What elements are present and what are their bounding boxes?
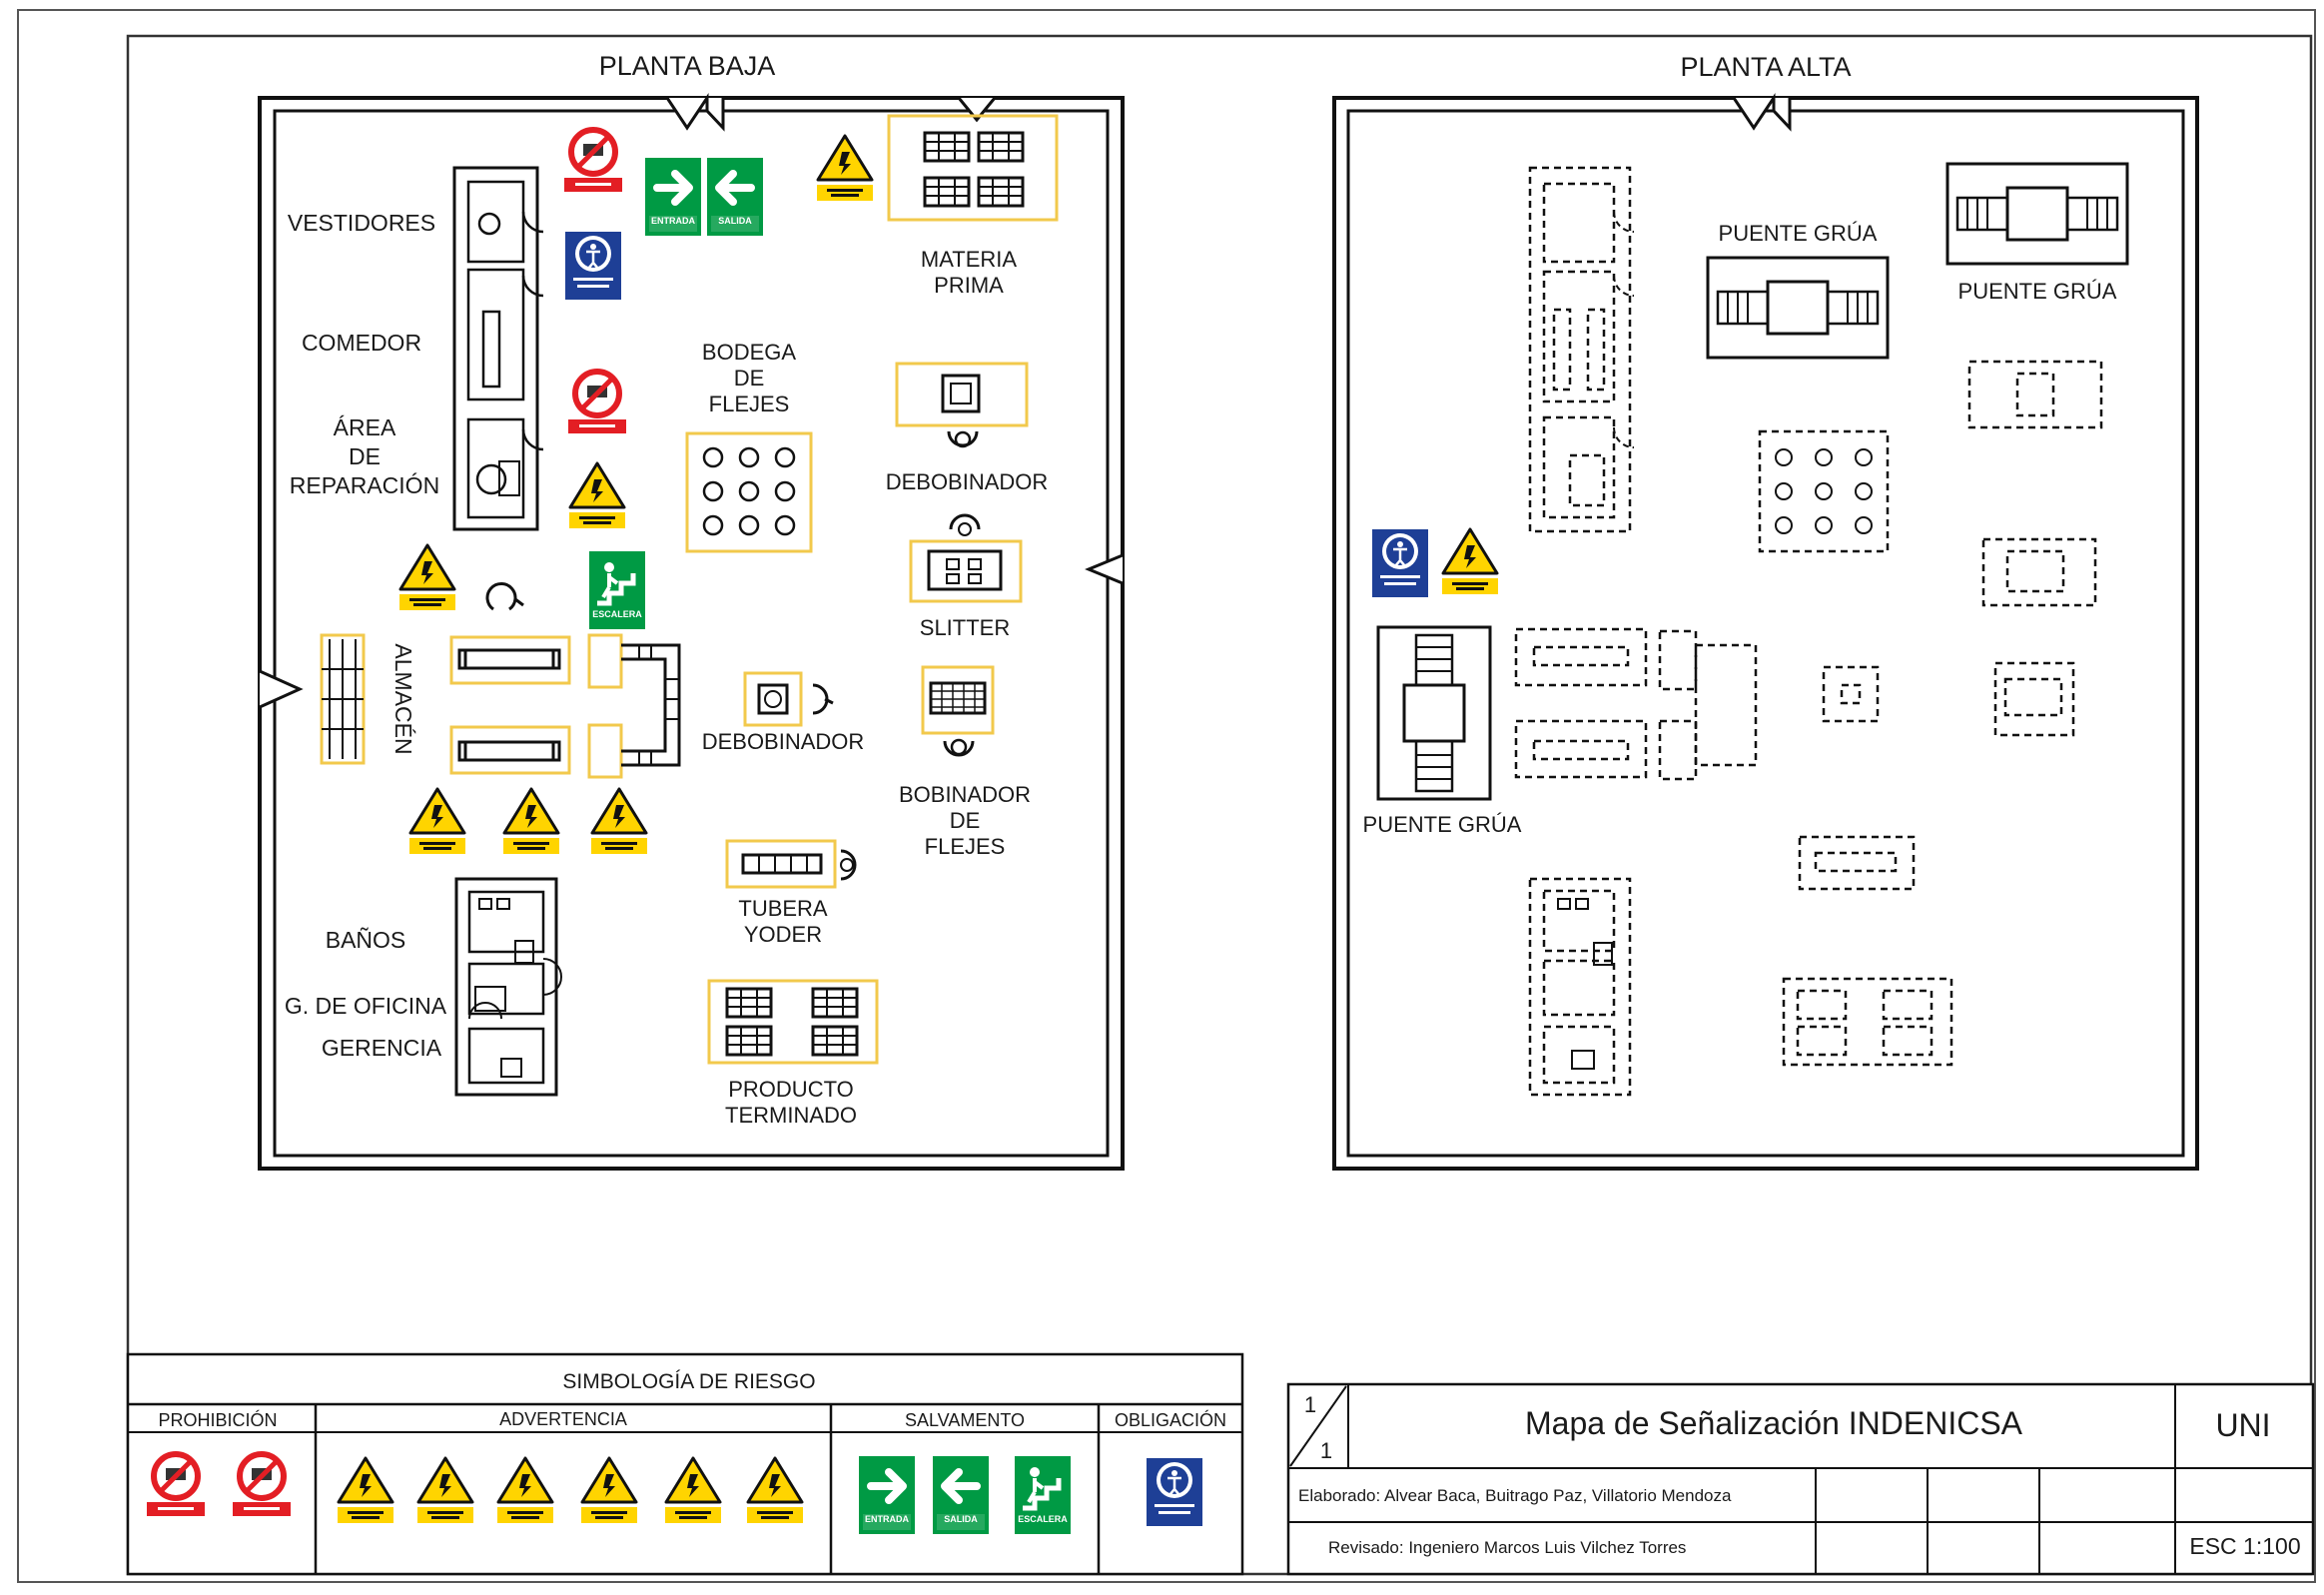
legend-prohibicion: PROHIBICIÓN: [158, 1409, 277, 1430]
sheet-border: [17, 9, 2316, 1583]
legend-obligacion: OBLIGACIÓN: [1115, 1409, 1226, 1430]
danger-sign-icon: [567, 461, 627, 530]
scale: ESC 1:100: [2189, 1533, 2300, 1559]
room-oficina: G. DE OFICINA: [285, 993, 447, 1019]
legend-escalera-label: ESCALERA: [1018, 1514, 1068, 1524]
debobinador-1-machine: [895, 362, 1029, 448]
ground-floor-signs: ENTRADA SALIDA ESCALERA: [397, 130, 875, 856]
legend-title: SIMBOLOGÍA DE RIESGO: [562, 1370, 815, 1393]
legend-advertencia: ADVERTENCIA: [499, 1409, 627, 1429]
sign-entrada-label: ENTRADA: [651, 216, 695, 226]
zone-producto-1: PRODUCTO: [728, 1077, 854, 1102]
upper-dashed-details: [1557, 211, 1873, 1070]
crane-3: [1376, 625, 1492, 801]
upper-dashed-footprints: [1514, 166, 2103, 1097]
slippery-floor-sign-icon: [815, 134, 875, 203]
title-block: 1 1 Mapa de Señalización INDENICSA UNI E…: [1286, 1382, 2315, 1576]
room-reparacion-1: ÁREA: [334, 414, 396, 440]
zone-tubera-1: TUBERA: [738, 896, 828, 921]
almacen-area: [320, 633, 366, 765]
ground-floor-plan: PLANTA BAJA VESTIDORES COMEDOR ÁREA DE R…: [258, 51, 1125, 1171]
room-reparacion-2: DE: [349, 443, 381, 469]
upper-electric-sign-icon: [1440, 527, 1500, 596]
producto-terminado-area: [707, 979, 879, 1065]
zone-debobinador-2: DEBOBINADOR: [702, 729, 865, 754]
sheet-total: 1: [1320, 1438, 1332, 1463]
sign-salida-label: SALIDA: [718, 216, 752, 226]
crane-label-3: PUENTE GRÚA: [1363, 812, 1522, 837]
ppe-mandatory-sign-icon: [563, 230, 623, 302]
bodega-flejes-area: [685, 431, 813, 553]
zone-slitter: SLITTER: [920, 615, 1010, 640]
tubera-yoder-machine: [725, 839, 857, 889]
zone-producto-2: TERMINADO: [725, 1103, 857, 1128]
noise-warning-sign-icon: [397, 543, 457, 612]
explosion-risk-sign-icon: [407, 787, 467, 856]
crane-2-icon: [1945, 162, 2129, 266]
storage-conveyors: [449, 582, 681, 779]
zone-debobinador-1: DEBOBINADOR: [886, 469, 1049, 494]
drawing-title: Mapa de Señalización INDENICSA: [1525, 1405, 2023, 1441]
zone-bodega-3: FLEJES: [709, 392, 790, 416]
no-smoking-sign-icon: [564, 130, 622, 192]
office-block: [454, 877, 562, 1097]
zone-bobinador-3: FLEJES: [925, 834, 1006, 859]
zone-materia-prima-1: MATERIA: [921, 247, 1017, 272]
electric-risk-sign-icon: [589, 787, 649, 856]
legend-no-smoking-icon: [147, 1454, 205, 1516]
bobinador-machine: [921, 665, 995, 757]
risk-legend: SIMBOLOGÍA DE RIESGO PROHIBICIÓN ADVERTE…: [126, 1352, 1244, 1576]
elaborado-por: Elaborado: Alvear Baca, Buitrago Paz, Vi…: [1298, 1486, 1732, 1505]
ground-floor-title: PLANTA BAJA: [599, 51, 776, 81]
upper-floor-plan: PLANTA ALTA: [1332, 52, 2199, 1171]
zone-materia-prima-2: PRIMA: [934, 273, 1004, 298]
room-almacen: ALMACÉN: [390, 643, 416, 754]
revisado-por: Revisado: Ingeniero Marcos Luis Vilchez …: [1328, 1538, 1686, 1557]
zone-bobinador-2: DE: [950, 808, 981, 833]
legend-entrada-label: ENTRADA: [865, 1514, 909, 1524]
crane-1-icon: [1706, 256, 1890, 360]
legend-salida-label: SALIDA: [944, 1514, 978, 1524]
fire-risk-sign-icon: [501, 787, 561, 856]
zone-bobinador-1: BOBINADOR: [899, 782, 1031, 807]
no-forklift-sign-icon: [568, 372, 626, 433]
upper-floor-title: PLANTA ALTA: [1680, 52, 1851, 82]
crane-label-2: PUENTE GRÚA: [1958, 279, 2117, 304]
organization: UNI: [2215, 1407, 2270, 1443]
room-reparacion-3: REPARACIÓN: [290, 472, 439, 498]
legend-salvamento: SALVAMENTO: [905, 1410, 1025, 1430]
sign-escalera-label: ESCALERA: [592, 609, 642, 619]
room-comedor: COMEDOR: [302, 330, 421, 356]
staff-rooms-block: [452, 166, 544, 531]
sheet-number: 1: [1304, 1392, 1316, 1417]
slitter-machine: [909, 513, 1023, 603]
zone-bodega-1: BODEGA: [702, 340, 796, 365]
upper-ppe-sign-icon: [1370, 527, 1430, 599]
room-gerencia: GERENCIA: [322, 1035, 442, 1061]
legend-ppe-icon: [1145, 1456, 1204, 1528]
legend-no-forklift-icon: [233, 1454, 291, 1516]
room-banos: BAÑOS: [326, 927, 406, 953]
zone-bodega-2: DE: [734, 366, 765, 391]
debobinador-2-machine: [743, 671, 834, 727]
zone-tubera-2: YODER: [744, 922, 822, 947]
crane-label-1: PUENTE GRÚA: [1719, 221, 1878, 246]
room-vestidores: VESTIDORES: [288, 210, 435, 236]
materia-prima-area: [887, 114, 1059, 222]
